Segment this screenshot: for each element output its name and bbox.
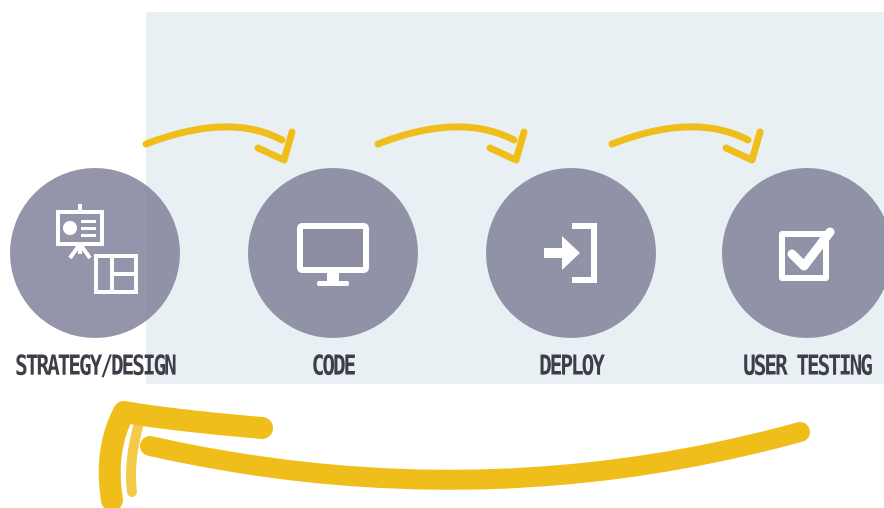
step-label-deploy: DEPLOY xyxy=(539,350,605,382)
step-label-code: CODE xyxy=(311,350,357,382)
step-testing-circle xyxy=(722,168,884,338)
presentation-layout-icon xyxy=(56,204,138,294)
monitor-icon xyxy=(297,223,369,286)
arrow-code-to-deploy xyxy=(374,123,528,164)
arrow-deploy-to-testing xyxy=(608,123,764,164)
step-strategy-circle xyxy=(10,168,180,338)
step-label-strategy: STRATEGY/DESIGN xyxy=(15,350,177,382)
checkbox-icon xyxy=(779,227,835,281)
loop-back-arrow xyxy=(98,401,810,508)
step-label-testing: USER TESTING xyxy=(743,350,873,382)
step-code-circle xyxy=(248,168,418,338)
sign-in-icon xyxy=(544,223,597,283)
arrow-strategy-to-code xyxy=(142,123,296,164)
step-deploy-circle xyxy=(486,168,656,338)
